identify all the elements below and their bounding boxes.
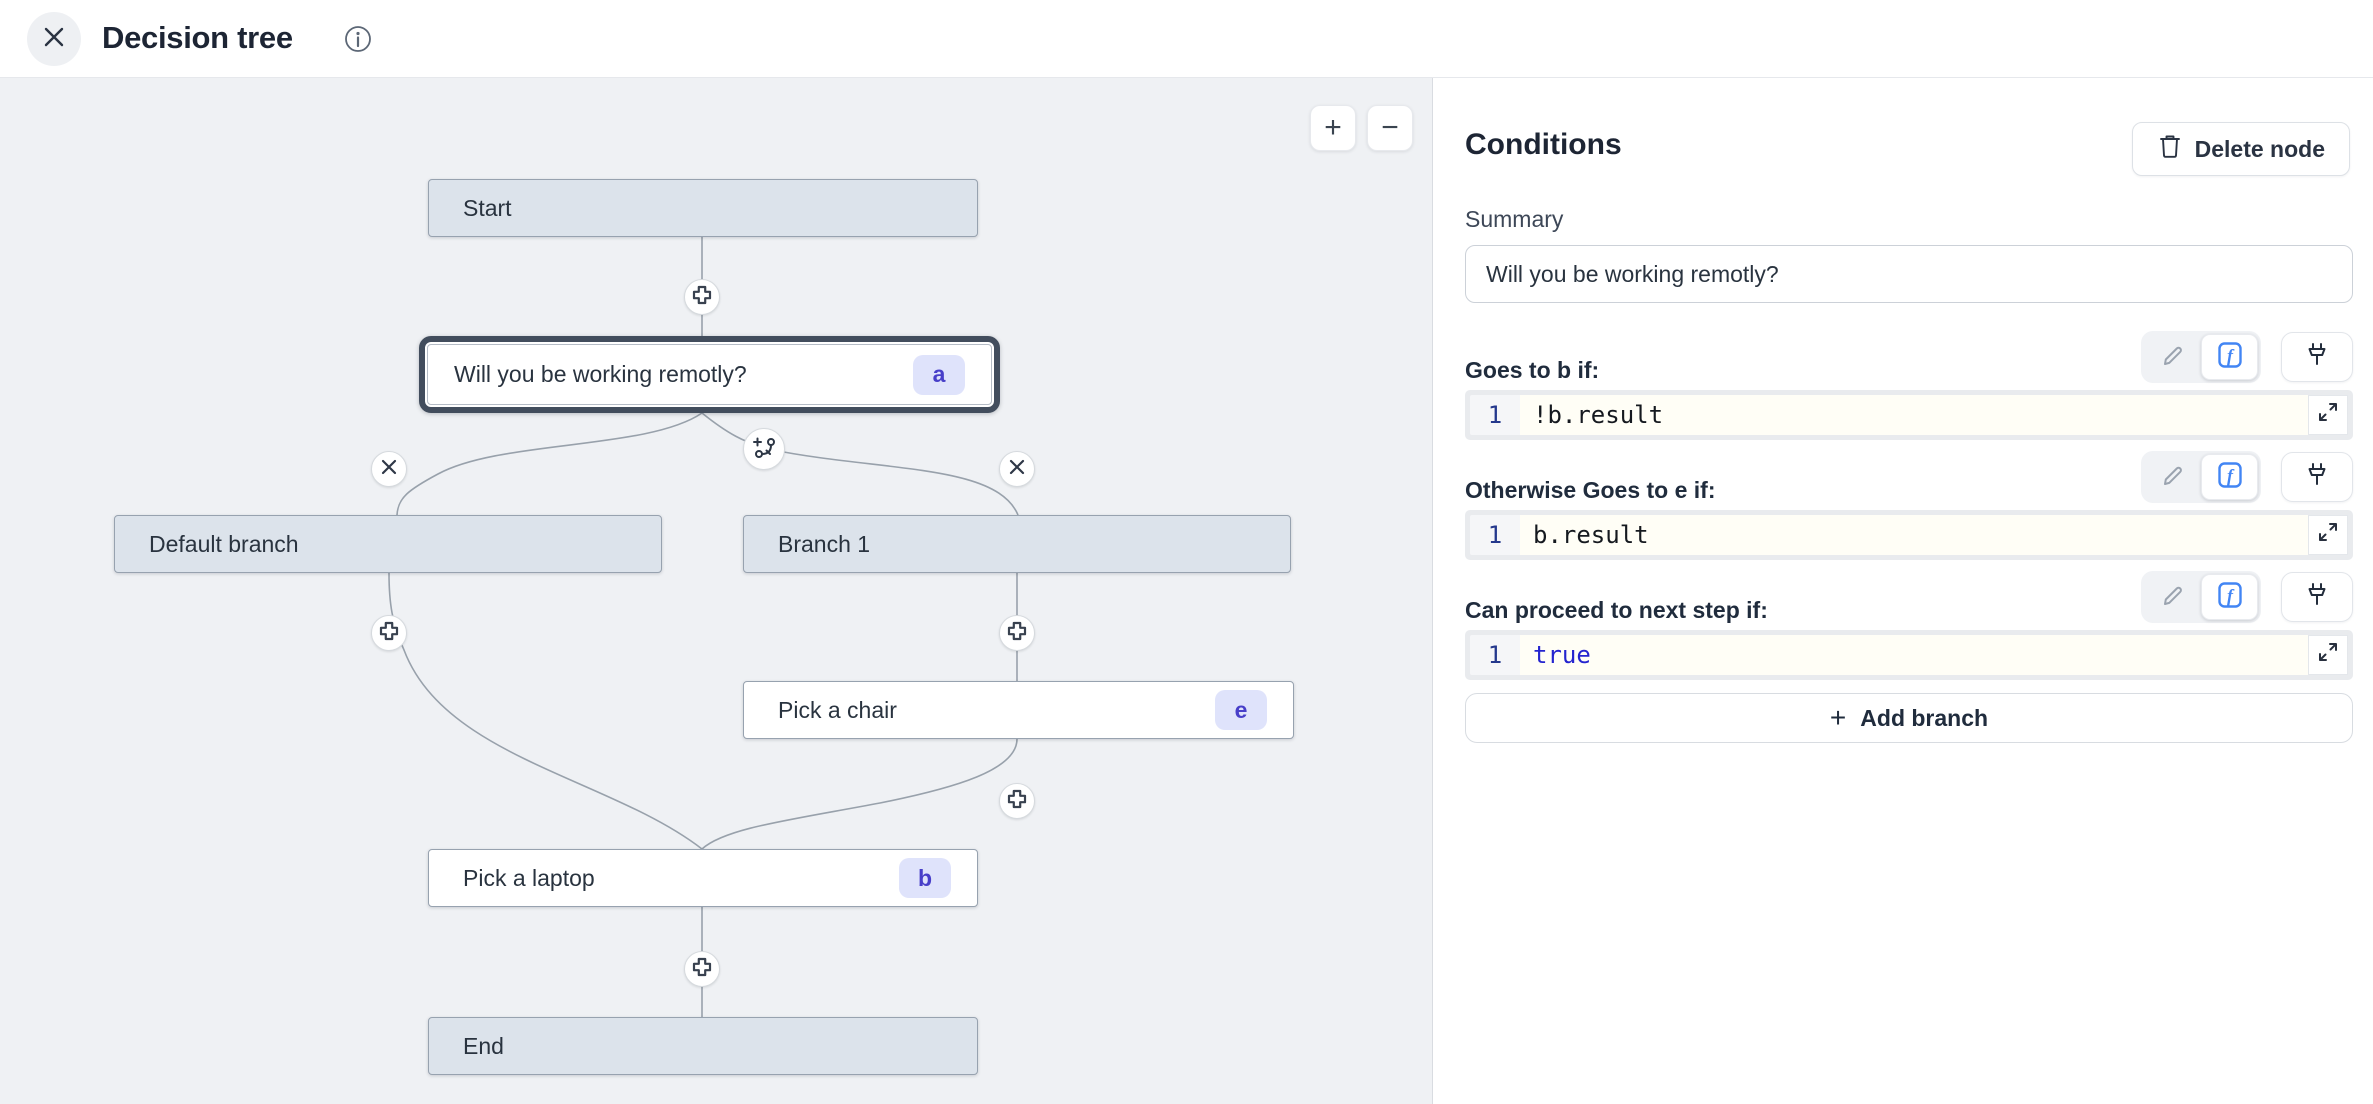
plus-outline-icon: [690, 283, 714, 312]
summary-label: Summary: [1465, 206, 1564, 232]
plus-outline-icon: [690, 955, 714, 984]
condition-label: Can proceed to next step if:: [1465, 597, 1768, 623]
line-number: 1: [1470, 395, 1520, 435]
branch-add-icon: [751, 434, 777, 465]
code-editor[interactable]: 1 b.result: [1465, 510, 2353, 560]
pencil-mode-button[interactable]: [2144, 334, 2201, 380]
summary-input[interactable]: [1465, 245, 2353, 303]
expand-icon: [2317, 521, 2339, 549]
pencil-mode-button[interactable]: [2144, 454, 2201, 500]
plug-icon: [2304, 342, 2330, 373]
flow-edges: [388, 237, 1019, 1017]
node-label: Start: [463, 194, 512, 221]
delete-node-label: Delete node: [2194, 135, 2325, 162]
line-number: 1: [1470, 515, 1520, 555]
editor-mode-toggle: f: [2141, 571, 2261, 623]
node-label: End: [463, 1032, 504, 1059]
header: Decision tree: [0, 0, 2373, 78]
minus-icon: −: [1381, 111, 1399, 144]
delete-edge-button[interactable]: [371, 451, 407, 487]
editor-mode-toggle: f: [2141, 451, 2261, 503]
condition-section: Can proceed to next step if: f 1 tru: [1465, 571, 2353, 683]
node-default-branch[interactable]: Default branch: [114, 515, 662, 573]
add-node-button[interactable]: [684, 951, 720, 987]
function-icon: f: [2216, 581, 2244, 614]
code-editor[interactable]: 1 !b.result: [1465, 390, 2353, 440]
plug-button[interactable]: [2281, 452, 2353, 502]
x-icon: [1007, 457, 1027, 482]
plug-button[interactable]: [2281, 572, 2353, 622]
code-text: !b.result: [1533, 401, 1664, 429]
plus-icon: +: [1324, 111, 1342, 144]
delete-node-button[interactable]: Delete node: [2131, 122, 2350, 176]
code-editor[interactable]: 1 true: [1465, 630, 2353, 680]
zoom-in-button[interactable]: +: [1310, 105, 1356, 151]
node-badge: a: [913, 354, 965, 395]
expand-editor-button[interactable]: [2308, 515, 2348, 555]
plus-outline-icon: [377, 619, 401, 648]
editor-mode-toggle: f: [2141, 331, 2261, 383]
trash-icon: [2157, 133, 2183, 165]
condition-section: Otherwise Goes to e if: f 1 b.result: [1465, 451, 2353, 563]
close-button[interactable]: [27, 12, 81, 66]
add-branch-button[interactable]: + Add branch: [1465, 693, 2353, 743]
node-pick-a-chair[interactable]: Pick a chair e: [743, 681, 1294, 739]
page-title: Decision tree: [102, 20, 293, 55]
code-text: b.result: [1533, 521, 1649, 549]
add-branch-label: Add branch: [1860, 704, 1989, 731]
line-number: 1: [1470, 635, 1520, 675]
pencil-icon: [2160, 462, 2186, 493]
plug-icon: [2304, 462, 2330, 493]
node-label: Will you be working remotly?: [454, 361, 747, 387]
node-label: Pick a laptop: [463, 864, 595, 891]
pencil-mode-button[interactable]: [2144, 574, 2201, 620]
add-node-button[interactable]: [999, 615, 1035, 651]
plug-icon: [2304, 582, 2330, 613]
expand-icon: [2317, 401, 2339, 429]
node-branch-1[interactable]: Branch 1: [743, 515, 1291, 573]
pencil-icon: [2160, 582, 2186, 613]
close-icon: [42, 25, 66, 54]
conditions-panel: Conditions Delete node Summary Goes to b…: [1432, 78, 2373, 1104]
plug-button[interactable]: [2281, 332, 2353, 382]
plus-icon: +: [1829, 702, 1847, 733]
plus-outline-icon: [1005, 619, 1029, 648]
expand-icon: [2317, 641, 2339, 669]
node-end[interactable]: End: [428, 1017, 978, 1075]
x-icon: [379, 457, 399, 482]
node-badge: e: [1215, 690, 1267, 730]
plus-outline-icon: [1005, 787, 1029, 816]
function-icon: f: [2216, 341, 2244, 374]
add-node-button[interactable]: [684, 279, 720, 315]
zoom-out-button[interactable]: −: [1367, 105, 1413, 151]
fx-mode-button[interactable]: f: [2201, 454, 2258, 500]
node-label: Pick a chair: [778, 696, 897, 723]
fx-mode-button[interactable]: f: [2201, 574, 2258, 620]
node-label: Default branch: [149, 530, 299, 557]
svg-text:f: f: [2227, 585, 2235, 605]
flow-canvas: Start Will you be working remotly? a Def…: [0, 78, 1432, 1104]
node-question-selected[interactable]: Will you be working remotly? a: [419, 336, 1000, 413]
condition-label: Goes to b if:: [1465, 357, 1600, 383]
node-label: Branch 1: [778, 530, 871, 557]
add-node-button[interactable]: [371, 615, 407, 651]
node-badge: b: [899, 858, 951, 898]
condition-section: Goes to b if: f 1 !b.result: [1465, 331, 2353, 443]
add-branch-edge-button[interactable]: [743, 428, 785, 470]
code-text: true: [1533, 641, 1591, 669]
node-pick-a-laptop[interactable]: Pick a laptop b: [428, 849, 978, 907]
fx-mode-button[interactable]: f: [2201, 334, 2258, 380]
condition-label: Otherwise Goes to e if:: [1465, 477, 1716, 503]
add-node-button[interactable]: [999, 783, 1035, 819]
pencil-icon: [2160, 342, 2186, 373]
node-start[interactable]: Start: [428, 179, 978, 237]
panel-title: Conditions: [1465, 128, 1622, 161]
expand-editor-button[interactable]: [2308, 395, 2348, 435]
svg-text:f: f: [2227, 465, 2235, 485]
delete-edge-button[interactable]: [999, 451, 1035, 487]
function-icon: f: [2216, 461, 2244, 494]
info-icon[interactable]: [344, 25, 372, 53]
expand-editor-button[interactable]: [2308, 635, 2348, 675]
svg-text:f: f: [2227, 345, 2235, 365]
